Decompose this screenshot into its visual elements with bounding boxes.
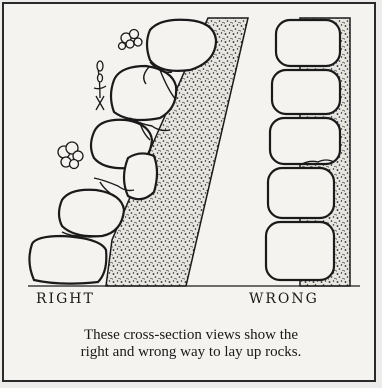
cross-section-illustration xyxy=(0,0,382,290)
caption: These cross-section views show the right… xyxy=(20,327,362,361)
wrong-label: WRONG xyxy=(249,291,319,307)
right-stone-6 xyxy=(29,236,106,284)
right-stone-4 xyxy=(124,153,157,199)
wrong-stone-1 xyxy=(276,20,340,66)
wrong-stone-2 xyxy=(272,70,340,114)
wrong-stones xyxy=(266,20,340,280)
right-stone-1 xyxy=(147,20,216,71)
wrong-stone-3 xyxy=(270,118,340,164)
right-label: RIGHT xyxy=(36,291,95,307)
wrong-stone-4 xyxy=(268,168,334,218)
right-stone-2 xyxy=(111,66,176,120)
wrong-stone-5 xyxy=(266,222,334,280)
caption-line-2: right and wrong way to lay up rocks. xyxy=(20,344,362,361)
caption-line-1: These cross-section views show the xyxy=(20,327,362,344)
